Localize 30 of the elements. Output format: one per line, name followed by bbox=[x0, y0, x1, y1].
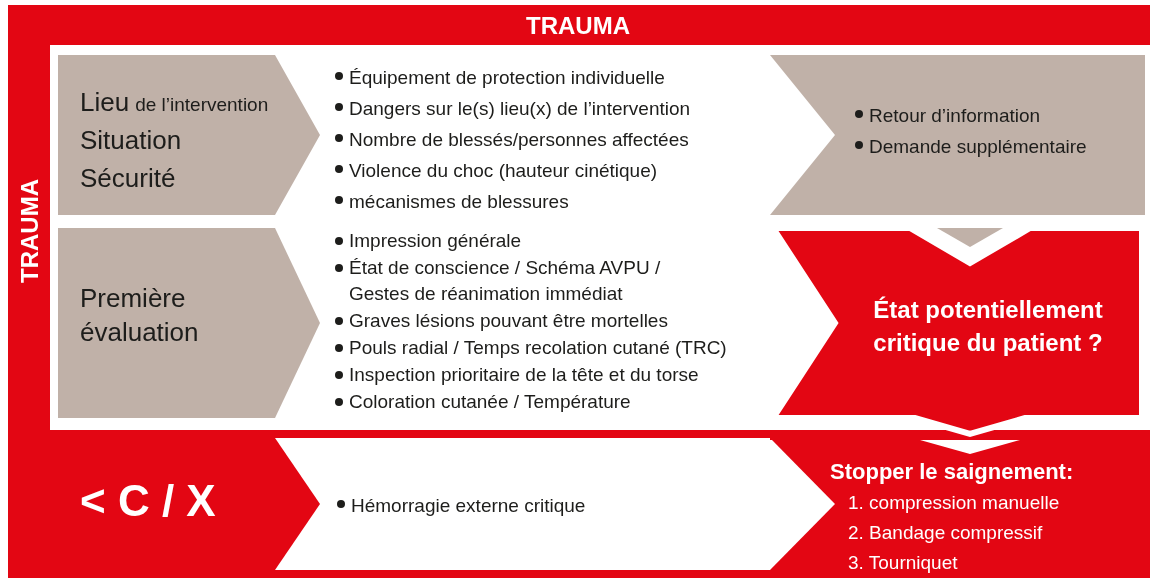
label-text: Lieu bbox=[80, 87, 130, 117]
heading-text: < C / X bbox=[80, 476, 216, 525]
label-text: 3. Tourniquet bbox=[848, 552, 958, 573]
bullet-item: mécanismes de blessures bbox=[333, 187, 569, 217]
chevron-box bbox=[58, 228, 320, 418]
bullet-item: Demande supplémentaire bbox=[853, 132, 1087, 162]
label-text: Stopper le saignement: bbox=[830, 459, 1074, 484]
heading-text: État potentiellement critique du patient ? bbox=[873, 296, 1103, 356]
label-text: Situation bbox=[80, 125, 182, 155]
bullet-item: Nombre de blessés/personnes affectées bbox=[333, 125, 689, 155]
label-text: 2. Bandage compressif bbox=[848, 522, 1043, 543]
bullet-item: Inspection prioritaire de la tête et du torse bbox=[333, 362, 699, 388]
bullet-item: Impression générale bbox=[333, 228, 522, 254]
bullet-item: Pouls radial / Temps recolation cutané (TRC) bbox=[333, 335, 727, 361]
bullet-item: Hémorragie externe critique bbox=[335, 491, 586, 521]
label-text: Sécurité bbox=[80, 163, 176, 193]
label-text: Première évaluation bbox=[80, 283, 199, 347]
bullet-item: Équipement de protection individuelle bbox=[333, 63, 665, 93]
bullet-item: Retour d’information bbox=[853, 101, 1041, 131]
result-box bbox=[770, 55, 1145, 215]
bullet-item: Violence du choc (hauteur cinétique) bbox=[333, 156, 658, 186]
bullet-item: Dangers sur le(s) lieu(x) de l’intervention bbox=[333, 94, 691, 124]
bullet-item: État de conscience / Schéma AVPU / Gestes de réanimation immédiat bbox=[333, 255, 701, 307]
section-heading: TRAUMA bbox=[15, 178, 44, 285]
chevron-box bbox=[58, 55, 320, 215]
section-heading: TRAUMA bbox=[525, 11, 631, 41]
label-text: 1. compression manuelle bbox=[848, 492, 1060, 513]
bullet-item: Graves lésions pouvant être mortelles bbox=[333, 308, 668, 334]
label-text: de l’intervention bbox=[135, 94, 269, 115]
bullet-item: Coloration cutanée / Température bbox=[333, 389, 631, 415]
